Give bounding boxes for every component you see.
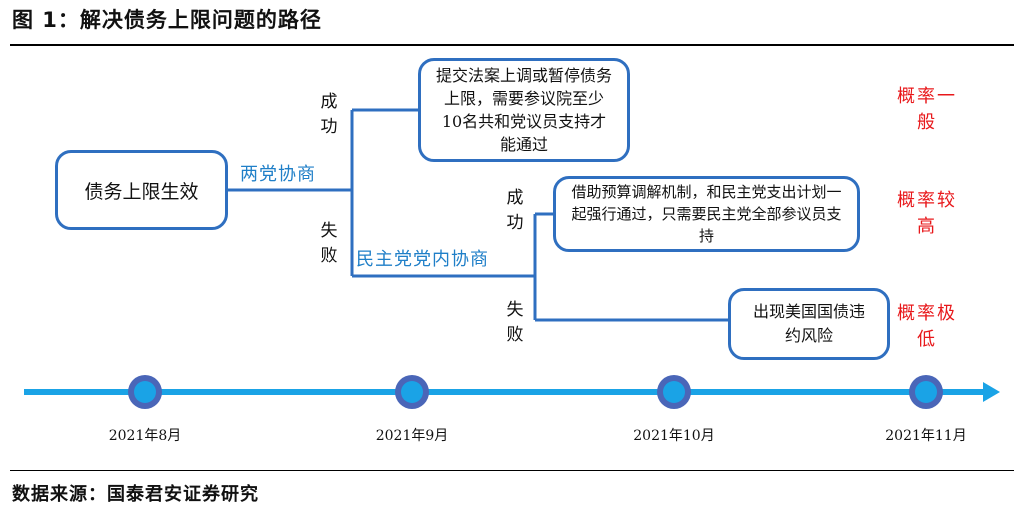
outcome-box-reconciliation: 借助预算调解机制，和民主党支出计划一起强行通过，只需要民主党全部参议员支持 — [553, 176, 860, 252]
outcome-box-default: 出现美国国债违约风险 — [728, 288, 890, 360]
bottom-rule — [10, 470, 1014, 471]
outcome-box-bill: 提交法案上调或暂停债务上限，需要参议院至少10名共和党议员支持才能通过 — [418, 58, 630, 162]
start-box-text: 债务上限生效 — [84, 180, 199, 203]
branch-label-fail-2: 失败 — [506, 300, 524, 345]
outcome-box-default-text: 出现美国国债违约风险 — [753, 302, 866, 345]
branch-label-fail-1: 失败 — [320, 221, 338, 266]
top-rule — [10, 44, 1014, 46]
probability-2: 概率较高 — [897, 190, 957, 237]
branch-label-success-2: 成功 — [506, 188, 524, 233]
timeline-node-4 — [909, 375, 943, 409]
start-box: 债务上限生效 — [55, 150, 228, 230]
branch-label-success-1: 成功 — [320, 92, 338, 137]
timeline-date-4: 2021年11月 — [885, 428, 967, 444]
timeline-date-2: 2021年9月 — [375, 428, 449, 444]
timeline-date-3: 2021年10月 — [633, 428, 715, 444]
path-label-intra-democratic: 民主党党内协商 — [356, 245, 489, 271]
path-label-bipartisan: 两党协商 — [240, 160, 316, 186]
probability-1: 概率一般 — [897, 86, 957, 133]
timeline — [24, 375, 1000, 409]
timeline-node-1 — [128, 375, 162, 409]
timeline-date-1: 2021年8月 — [108, 428, 182, 444]
probability-3: 概率极低 — [897, 303, 957, 350]
timeline-node-3 — [657, 375, 691, 409]
outcome-box-bill-text: 提交法案上调或暂停债务上限，需要参议院至少10名共和党议员支持才能通过 — [435, 66, 612, 154]
source-note: 数据来源：国泰君安证券研究 — [12, 484, 259, 505]
timeline-arrowhead — [983, 382, 1000, 402]
outcome-box-reconciliation-text: 借助预算调解机制，和民主党支出计划一起强行通过，只需要民主党全部参议员支持 — [571, 183, 842, 245]
figure-title: 图 1：解决债务上限问题的路径 — [12, 8, 322, 32]
connectors — [228, 108, 728, 322]
timeline-node-2 — [395, 375, 429, 409]
